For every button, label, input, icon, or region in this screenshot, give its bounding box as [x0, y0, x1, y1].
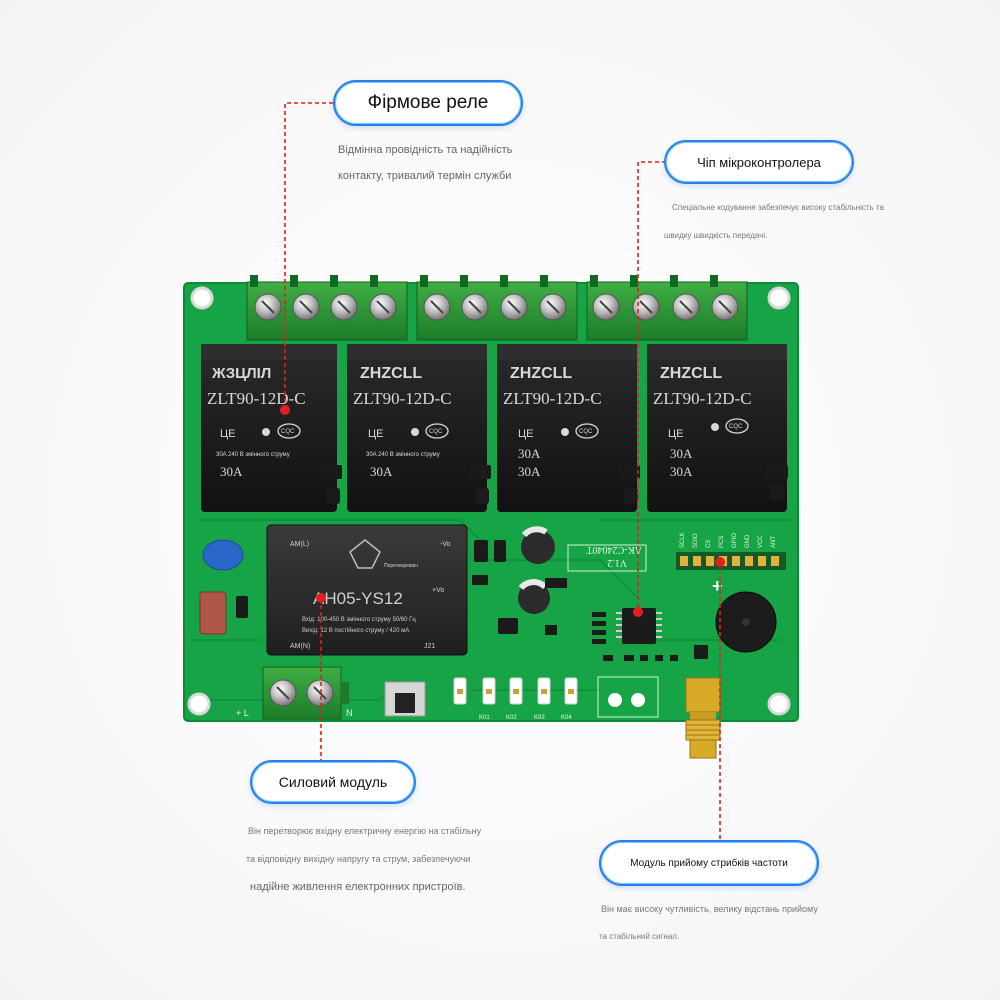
electrolytic-caps	[518, 526, 555, 614]
callout-mcu-title: Чіп мікроконтролера	[664, 140, 854, 184]
relay-3-current: 30A	[518, 446, 541, 461]
relay-2-brand: ZHZCLL	[360, 365, 422, 382]
pm-model: AH05-YS12	[313, 589, 403, 608]
line-mcu	[637, 161, 666, 612]
relay-1-model: ZLT90-12D-C	[207, 389, 306, 408]
relay-1	[201, 344, 337, 512]
relay-3-model: ZLT90-12D-C	[503, 389, 602, 408]
pm-code: J21	[424, 643, 435, 650]
led-label-k04: K04	[561, 715, 572, 721]
pm-input-line: Вхід: 100-450 В змінного струму 50/60 Гц	[302, 617, 416, 623]
callout-rf-desc-2: та стабільний сигнал.	[599, 932, 680, 941]
relay-2-current: 30A	[370, 464, 393, 479]
callout-mcu-desc-2: швидку швидкість передачі.	[664, 231, 768, 240]
relay-1-rating-line: 30A 240 В змінного струму	[216, 452, 290, 458]
version-label: V1.2	[607, 557, 627, 568]
led-label-k02: K02	[506, 715, 517, 721]
fuse-resistor	[199, 591, 227, 635]
callout-power-desc-3: надійне живлення електронних пристроїв.	[250, 881, 466, 893]
mcu-chip	[616, 608, 662, 644]
cqc-label-4: CQC	[729, 424, 743, 430]
callout-lines	[284, 102, 721, 842]
power-terminal	[262, 666, 349, 720]
led-label-k01: K01	[479, 715, 490, 721]
relay-4-brand: ZHZCLL	[660, 365, 722, 382]
header-pin-4: GPIO	[732, 533, 738, 548]
callout-relay-desc-2: контакту, тривалий термін служби	[338, 170, 512, 182]
terminal-n-label: N	[346, 708, 353, 718]
buzzer	[715, 591, 777, 653]
push-button	[384, 681, 426, 717]
callout-mcu-desc-1: Спеціальне кодування забезпечує високу с…	[672, 203, 884, 212]
pm-pin-acn: AM(N)	[290, 643, 310, 650]
terminal-blocks-top	[246, 275, 748, 341]
callout-power-desc-2: та відповідну вихідну напругу та струм, …	[246, 854, 471, 864]
relay-3-cert: ЦЕ	[518, 428, 533, 440]
led-label-k03: K03	[534, 715, 545, 721]
pm-pin-acl: AM(L)	[290, 541, 309, 548]
header-pin-0: SCLK	[680, 532, 686, 548]
blue-varistor	[202, 539, 244, 571]
header-pin-6: VCC	[758, 535, 764, 548]
cqc-label-2: CQC	[429, 429, 443, 435]
mounting-holes	[187, 286, 791, 716]
relay-4-model: ZLT90-12D-C	[653, 389, 752, 408]
power-module	[266, 524, 468, 656]
learn-pads	[597, 676, 659, 718]
header-pin-1: SDIO	[693, 533, 699, 548]
transistors	[320, 465, 788, 504]
callout-power-title: Силовий модуль	[250, 760, 416, 804]
relay-1-cert: ЦЕ	[220, 428, 235, 440]
pm-output-line: Вихід: 12 В постійного струму / 420 мА	[302, 627, 409, 634]
header-pin-3: PCS	[719, 536, 725, 548]
antenna-connector	[685, 677, 721, 759]
relay-1-current: 30A	[220, 464, 243, 479]
relay-3-current-2: 30A	[518, 464, 541, 479]
callout-relay-desc-1: Відмінна провідність та надійність	[338, 144, 513, 156]
callout-rf-title: Модуль прийому стрибків частоти	[599, 840, 819, 886]
header-pin-5: GND	[745, 534, 751, 548]
relay-4-current-2: 30A	[670, 464, 693, 479]
cqc-label-1: CQC	[281, 429, 295, 435]
relay-3	[497, 344, 637, 512]
pm-pin-minus: -Vo	[440, 541, 451, 548]
status-leds	[453, 677, 578, 705]
relay-2-rating-line: 30A 240 В змінного струму	[366, 452, 440, 458]
terminal-l-label: + L	[236, 708, 249, 718]
header-pin-7: ANT	[771, 536, 777, 548]
rf-header	[676, 552, 786, 570]
cqc-label-3: CQC	[579, 429, 593, 435]
line-relay	[284, 102, 333, 410]
pcb-code: AK-C24040T	[586, 544, 642, 555]
relay-2	[347, 344, 487, 512]
pm-pin-plus: +Vo	[432, 587, 444, 594]
relay-4-cert: ЦЕ	[668, 428, 683, 440]
header-pin-2: CS	[706, 540, 712, 548]
red-markers	[280, 405, 725, 617]
relay-2-cert: ЦЕ	[368, 428, 383, 440]
plus-sign: +	[712, 576, 723, 596]
pm-brand-small: Перетворювач	[384, 563, 418, 569]
callout-relay-title: Фірмове реле	[333, 80, 523, 126]
relay-1-brand: ЖЗЦЛІЛ	[211, 365, 271, 382]
callout-power-desc-1: Він перетворює вхідну електричну енергію…	[248, 826, 482, 836]
cqc-marks	[277, 418, 749, 439]
relay-2-model: ZLT90-12D-C	[353, 389, 452, 408]
callout-rf-desc-1: Він має високу чутливість, велику відста…	[601, 904, 818, 914]
relay-4-current: 30A	[670, 446, 693, 461]
relay-3-brand: ZHZCLL	[510, 365, 572, 382]
